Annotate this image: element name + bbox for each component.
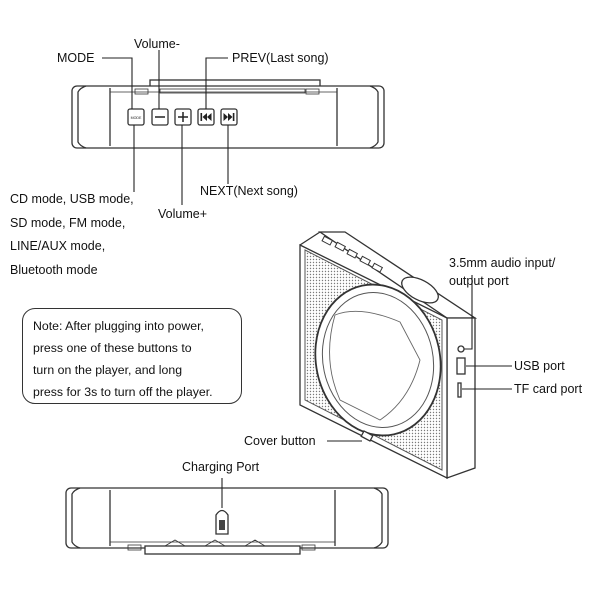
- note-line: Note: After plugging into power,: [33, 319, 204, 333]
- mode-button-text: MODE: [131, 116, 142, 120]
- mode-list-line: LINE/AUX mode,: [10, 239, 106, 253]
- label-audio-port-1: 3.5mm audio input/: [449, 256, 556, 270]
- note-line: turn on the player, and long: [33, 363, 183, 377]
- label-usb-port: USB port: [514, 359, 565, 373]
- next-icon: [223, 113, 235, 121]
- label-cover-button: Cover button: [244, 434, 316, 448]
- leader-lines-top: [102, 50, 229, 205]
- label-mode: MODE: [57, 51, 95, 65]
- mode-button: [127, 108, 145, 126]
- mode-list-line: Bluetooth mode: [10, 262, 98, 277]
- plus-icon: [178, 112, 188, 122]
- prev-icon: [200, 113, 212, 121]
- bottom-view: [65, 487, 389, 555]
- note-box: Note: After plugging into power, press o…: [22, 308, 242, 404]
- label-prev: PREV(Last song): [232, 51, 329, 65]
- label-tf-port: TF card port: [514, 382, 583, 396]
- perspective-view: [299, 231, 478, 480]
- label-volume-plus: Volume+: [158, 207, 207, 221]
- label-volume-minus: Volume-: [134, 37, 180, 51]
- label-charging-port: Charging Port: [182, 460, 260, 474]
- mode-list-line: CD mode, USB mode,: [10, 192, 134, 206]
- mode-list-line: SD mode, FM mode,: [10, 215, 126, 230]
- label-next: NEXT(Next song): [200, 184, 298, 198]
- label-audio-port-2: output port: [449, 274, 509, 288]
- mode-list: CD mode, USB mode, SD mode, FM mode, LIN…: [10, 188, 134, 282]
- note-line: press one of these buttons to: [33, 341, 192, 355]
- leader-lines-right: [327, 275, 512, 442]
- note-line: press for 3s to turn off the player.: [33, 385, 213, 399]
